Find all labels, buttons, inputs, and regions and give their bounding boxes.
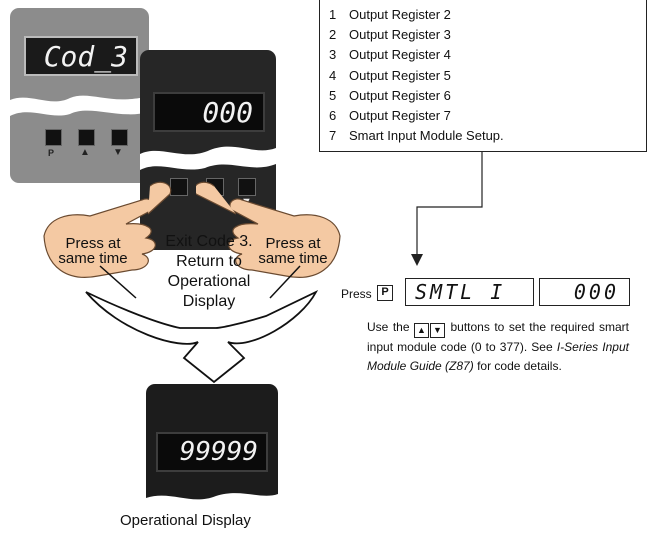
left-hand-icon <box>43 181 172 278</box>
right-hand-text: Press at same time <box>258 235 328 267</box>
exit-instruction-text: Exit Code 3. Return to Operational Displ… <box>165 233 253 310</box>
back-down-label: ▼ <box>113 147 123 158</box>
torn-edge-front <box>140 146 276 170</box>
right-hand-icon <box>196 181 341 278</box>
press-label: Press <box>341 287 372 301</box>
meter-back-button-up <box>78 129 95 146</box>
guide-reference: I-Series Input Module Guide (Z87) <box>367 340 629 373</box>
meter-back-button-p <box>45 129 62 146</box>
down-funnel-arrow <box>85 265 319 384</box>
down-arrow-key-icon[interactable]: ▼ <box>430 323 445 338</box>
torn-edge-back <box>10 95 149 116</box>
operational-display-caption: Operational Display <box>120 512 251 529</box>
meter-front-display: 000 <box>153 92 265 132</box>
smart-input-value-display: 000 <box>539 278 630 306</box>
meter-front-button-down <box>238 178 256 196</box>
smart-input-code-display: SMTL I <box>405 278 534 306</box>
meter-back-display: Cod_3 <box>24 36 138 76</box>
instruction-text: Use the ▲▼ buttons to set the required s… <box>367 320 629 373</box>
left-hand-text: Press at same time <box>58 235 128 267</box>
torn-edge-bottom <box>146 493 278 516</box>
back-up-label: ▲ <box>80 147 90 158</box>
up-arrow-key-icon[interactable]: ▲ <box>414 323 429 338</box>
meter-front-button-p <box>170 178 188 196</box>
back-p-label: P <box>48 148 55 158</box>
operational-display: 99999 <box>156 432 268 472</box>
p-key-icon[interactable]: P <box>377 285 393 301</box>
meter-back-button-down <box>111 129 128 146</box>
